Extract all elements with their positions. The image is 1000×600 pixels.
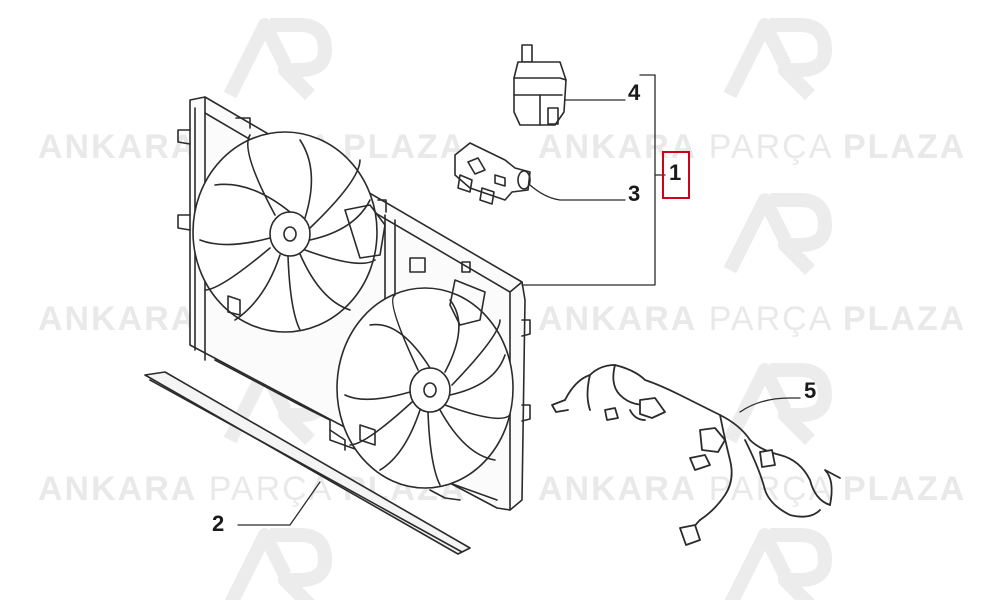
shroud-brackets <box>227 204 486 446</box>
leader-line-2 <box>237 481 321 526</box>
callout-5: 5 <box>804 378 817 403</box>
lower-fan <box>336 287 514 489</box>
resistor-module <box>454 142 531 205</box>
leader-lines <box>237 74 801 526</box>
watermark-logo <box>723 18 832 100</box>
wiring-harness <box>551 364 841 546</box>
seal-strip <box>144 371 471 555</box>
watermark-text: ANKARA PARÇA PLAZA <box>538 470 967 508</box>
watermark-logo <box>723 363 832 445</box>
highlight-box <box>662 151 690 199</box>
callout-4: 4 <box>628 80 641 105</box>
leader-line-5 <box>739 397 801 413</box>
watermark-logo <box>724 528 832 600</box>
callout-3: 3 <box>628 181 641 206</box>
callout-2: 2 <box>212 511 225 536</box>
watermark-text: ANKARA PARÇA PLAZA <box>538 128 967 166</box>
leader-line-1 <box>521 74 656 286</box>
relay <box>513 44 567 126</box>
watermark-logo <box>223 18 332 100</box>
watermark-logo <box>723 193 832 275</box>
callout-1: 1 <box>669 160 682 185</box>
leader-line-3 <box>529 184 626 201</box>
watermark-logo <box>224 528 332 600</box>
watermark-text: ANKARA PARÇA PLAZA <box>538 300 967 338</box>
upper-fan <box>192 131 378 333</box>
